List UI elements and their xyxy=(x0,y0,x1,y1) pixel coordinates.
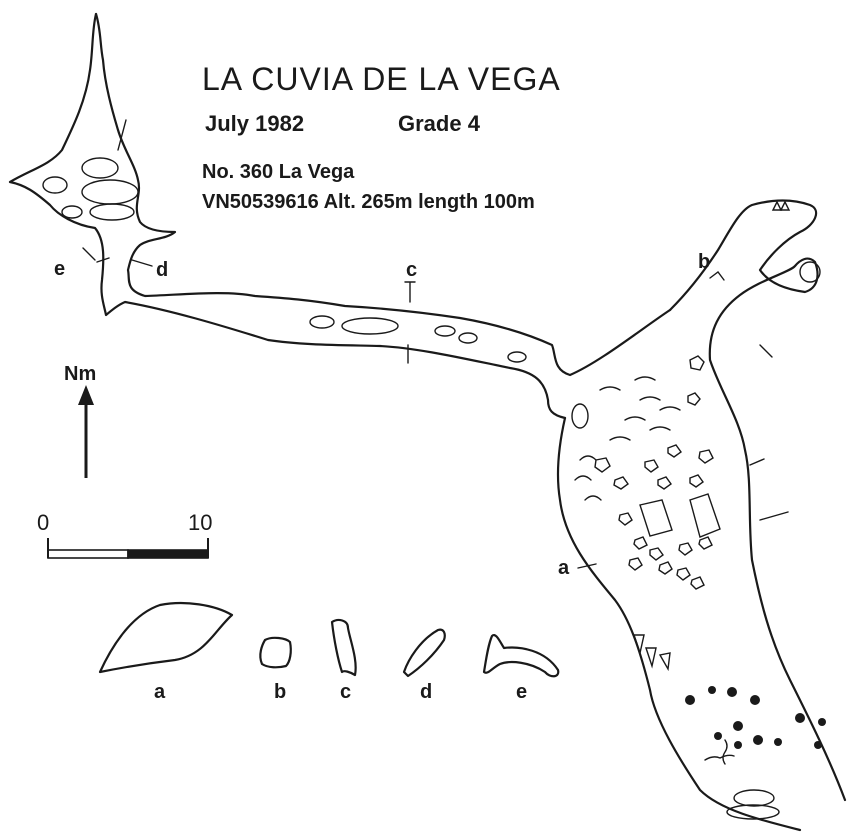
rock-pillar xyxy=(309,315,335,329)
cross-section-a xyxy=(98,601,234,674)
rock-pillar xyxy=(81,157,119,179)
cave-number: No. 360 La Vega xyxy=(202,161,355,183)
rock-pillar xyxy=(89,203,135,221)
cross-section-label-a: a xyxy=(154,681,166,703)
cross-section-label-c: c xyxy=(340,681,351,703)
slope-hatching xyxy=(574,376,681,501)
map-title: LA CUVIA DE LA VEGA xyxy=(202,61,561,97)
section-marks xyxy=(82,119,789,569)
rock-pillar xyxy=(341,317,399,335)
rock-pillar xyxy=(458,332,478,344)
rock-pillar xyxy=(434,325,456,337)
station-label-d: d xyxy=(156,259,168,281)
cross-section-c xyxy=(330,618,357,677)
cross-section-e xyxy=(482,634,560,678)
grid-reference: VN50539616 Alt. 265m length 100m xyxy=(202,191,535,213)
north-arrow-icon xyxy=(78,385,94,405)
survey-grade: Grade 4 xyxy=(398,111,481,136)
rock-pillar xyxy=(61,205,83,219)
east-chamber-outline-right xyxy=(668,199,847,802)
cross-section-b xyxy=(259,636,292,669)
cave-passage-outline xyxy=(94,12,672,377)
north-arrow-label: Nm xyxy=(64,363,96,385)
scale-label-min: 0 xyxy=(37,510,49,535)
cross-section-d xyxy=(402,628,446,678)
scale-bar-light xyxy=(47,549,129,559)
station-label-b: b xyxy=(698,251,710,273)
rock-pillar xyxy=(81,179,139,205)
cross-section-label-e: e xyxy=(516,681,527,703)
flowstone-icon xyxy=(633,200,791,672)
east-chamber-outline xyxy=(556,416,802,832)
station-label-e: e xyxy=(54,258,65,280)
boulder-field xyxy=(594,355,721,590)
rock-pillar xyxy=(42,176,68,194)
scale-label-max: 10 xyxy=(188,510,212,535)
rock-pillar xyxy=(733,789,775,807)
ladder-icon xyxy=(704,739,735,765)
pool-dots xyxy=(685,686,826,749)
survey-date: July 1982 xyxy=(205,111,304,136)
cross-section-label-d: d xyxy=(420,681,432,703)
scale-bar-dark xyxy=(127,549,209,559)
stalagmite-icon xyxy=(799,261,821,283)
cross-section-label-b: b xyxy=(274,681,286,703)
cave-passage-outline-west xyxy=(8,12,567,420)
rock-pillar xyxy=(726,804,780,820)
station-label-a: a xyxy=(558,557,570,579)
rock-pillar xyxy=(571,403,589,429)
station-label-c: c xyxy=(406,259,417,281)
rock-pillar xyxy=(507,351,527,363)
